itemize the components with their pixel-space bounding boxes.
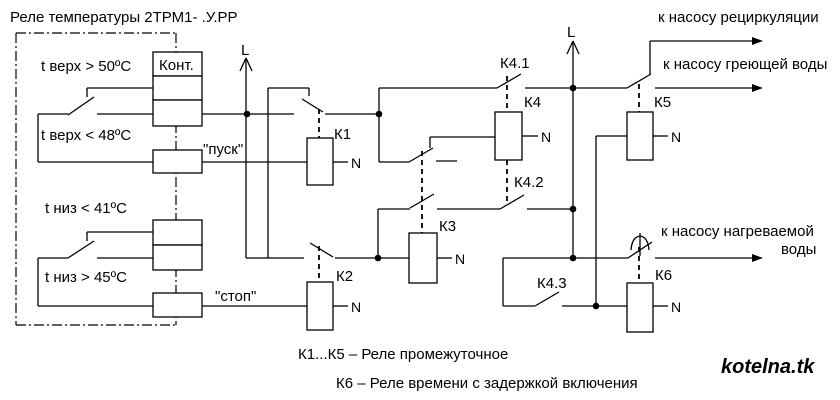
coil-k1 bbox=[306, 137, 334, 186]
label-k6: К6 bbox=[655, 267, 672, 284]
relay-k3-circuit: К3 N bbox=[408, 136, 500, 284]
relay-k5-circuit: К5 N bbox=[595, 37, 763, 306]
label-k3: К3 bbox=[439, 218, 456, 235]
label-k2: К2 bbox=[336, 268, 353, 285]
label-k4: К4 bbox=[524, 94, 541, 111]
contact-blade-k41 bbox=[496, 73, 522, 89]
center-bus-wiring bbox=[377, 87, 497, 259]
label-k43: К4.3 bbox=[537, 275, 567, 292]
coil-k4 bbox=[494, 111, 523, 161]
contact-blade-k5 bbox=[626, 73, 652, 89]
relay-k2-circuit: К2 N bbox=[246, 242, 378, 331]
output-label-recirculation: к насосу рециркуляции bbox=[658, 9, 819, 26]
contacts-header-label: Конт. bbox=[159, 57, 194, 74]
legend-line-2: К6 – Реле времени с задержкой включения bbox=[336, 375, 638, 392]
condition-lower-on: t низ < 41ºС bbox=[45, 200, 127, 217]
relay-k1-circuit: К1 N bbox=[267, 87, 379, 258]
output-label-heating-water: к насосу греющей воды bbox=[663, 56, 827, 73]
neutral-label-k5: N bbox=[671, 129, 681, 145]
neutral-label-k4: N bbox=[541, 129, 551, 145]
phase-line-2: L bbox=[566, 24, 580, 258]
page-title: Реле температуры 2ТРМ1- .У.РР bbox=[10, 9, 238, 26]
neutral-label-k1: N bbox=[351, 155, 361, 171]
legend-line-1: К1...К5 – Реле промежуточное bbox=[298, 346, 508, 363]
phase-label-1: L bbox=[241, 42, 249, 59]
coil-k5 bbox=[626, 111, 654, 161]
lower-contact-box-1 bbox=[152, 219, 203, 246]
contact-blade-k42 bbox=[499, 194, 525, 210]
coil-k3 bbox=[408, 232, 438, 284]
condition-upper-on: t верх > 50ºС bbox=[41, 58, 131, 75]
output-label-heated-water-2: воды bbox=[781, 241, 816, 258]
lower-contact-box-2 bbox=[152, 244, 203, 271]
contact-blade-lower-low bbox=[67, 240, 95, 259]
coil-k6 bbox=[626, 282, 654, 333]
stop-contact-box bbox=[152, 292, 203, 318]
coil-k2 bbox=[306, 281, 334, 331]
label-k5: К5 bbox=[654, 94, 671, 111]
temperature-relay-unit: Конт. bbox=[152, 51, 203, 318]
relay-k4-circuit: К4.1 К4 К4.2 N bbox=[494, 55, 627, 210]
arrow-recirculation bbox=[752, 37, 763, 45]
neutral-label-k3: N bbox=[455, 251, 465, 267]
stop-label: "стоп" bbox=[215, 288, 256, 305]
condition-lower-off: t низ > 45ºС bbox=[45, 269, 127, 286]
neutral-label-k2: N bbox=[351, 299, 361, 315]
label-k42: К4.2 bbox=[514, 174, 544, 191]
device-border bbox=[15, 32, 177, 326]
output-label-heated-water-1: к насосу нагреваемой bbox=[661, 223, 814, 240]
contact-blade-k3-upper bbox=[408, 147, 434, 163]
phase-label-2: L bbox=[567, 24, 575, 41]
label-k1: К1 bbox=[334, 126, 351, 143]
phase-line-1: L bbox=[239, 42, 253, 258]
relay-k6-circuit: К6 N bbox=[573, 233, 763, 333]
contact-blade-upper-high bbox=[67, 96, 95, 116]
start-label: "пуск" bbox=[203, 141, 243, 158]
neutral-label-k6: N bbox=[671, 299, 681, 315]
upper-contact-box-2 bbox=[152, 99, 203, 127]
upper-contact-box-1 bbox=[152, 75, 203, 101]
arrow-heated-water bbox=[752, 254, 763, 262]
watermark: kotelna.tk bbox=[721, 356, 815, 378]
label-k41: К4.1 bbox=[500, 55, 530, 72]
contact-blade-k43 bbox=[534, 291, 560, 307]
condition-upper-off: t верх < 48ºС bbox=[41, 127, 131, 144]
start-contact-box bbox=[152, 149, 203, 174]
contact-blade-k2 bbox=[309, 242, 334, 258]
arrow-heating-water bbox=[752, 84, 763, 92]
contact-k43-branch: К4.3 bbox=[502, 257, 596, 307]
temperature-relay-wiring bbox=[37, 87, 153, 307]
junction-dots bbox=[243, 84, 600, 310]
